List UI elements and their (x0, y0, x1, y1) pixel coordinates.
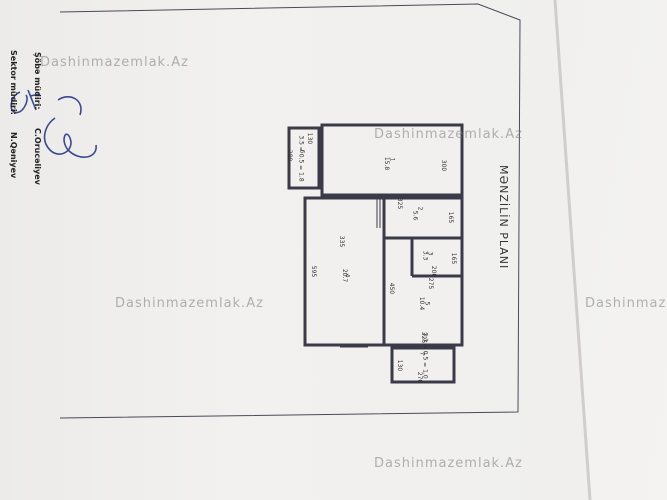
plan-title: MƏNZİLİN PLANI (497, 165, 510, 270)
plan-walls (287, 123, 464, 384)
room-2-dim-a: 325 (396, 197, 404, 210)
room-4-dim-b: 595 (310, 265, 318, 278)
room-4-area: 20.7 (341, 268, 349, 283)
document-frame (59, 3, 521, 419)
paper-edge (553, 0, 592, 500)
watermark-bottom: Dashinmazemlak.Az (374, 456, 523, 471)
room-1-area: 15.8 (383, 156, 391, 171)
signature-2 (10, 89, 41, 114)
paper-sheet (0, 0, 590, 500)
main-block-outline (303, 196, 464, 347)
sektor-label: Sektor müdiri: (9, 50, 18, 115)
room-6-dim-a: 130 (306, 132, 314, 145)
room-5-dim-b: 450 (388, 282, 396, 295)
room-1-dim: 300 (440, 159, 448, 172)
room-2-area: 5.6 (411, 210, 419, 221)
room-3-area: 3.3 (421, 250, 429, 261)
room-7-outline (390, 346, 456, 384)
room-6-outline (287, 126, 321, 190)
room-6-dim-b: 280 (286, 149, 294, 162)
room-1-outline (320, 123, 464, 197)
watermark-plan: Dashinmazemlak.Az (374, 127, 523, 142)
room-7-dim-a: 130 (396, 359, 404, 372)
room-3-dim-b: 200 (430, 265, 438, 278)
room-5-area: 10.4 (418, 296, 426, 311)
room-5-dim-a: 275 (427, 277, 435, 290)
name-orucaliyev: C.Orucəliyev (33, 128, 42, 185)
room-6-area: 3.5 = 0.5 = 1.8 (297, 135, 305, 182)
watermark-right: Dashinmazemlak.Az (585, 296, 667, 311)
watermark-middle: Dashinmazemlak.Az (115, 296, 264, 311)
window-marks (340, 195, 381, 348)
room-2-dim-b: 165 (447, 211, 455, 224)
room-7-dim-b: 270 (416, 371, 424, 384)
room-3-dim-a: 165 (450, 252, 458, 265)
signature-1 (43, 96, 97, 158)
watermark-top: Dashinmazemlak.Az (40, 55, 189, 70)
room-4-dim-a: 335 (338, 235, 346, 248)
name-qaniyev: N.Qəniyev (9, 132, 18, 179)
